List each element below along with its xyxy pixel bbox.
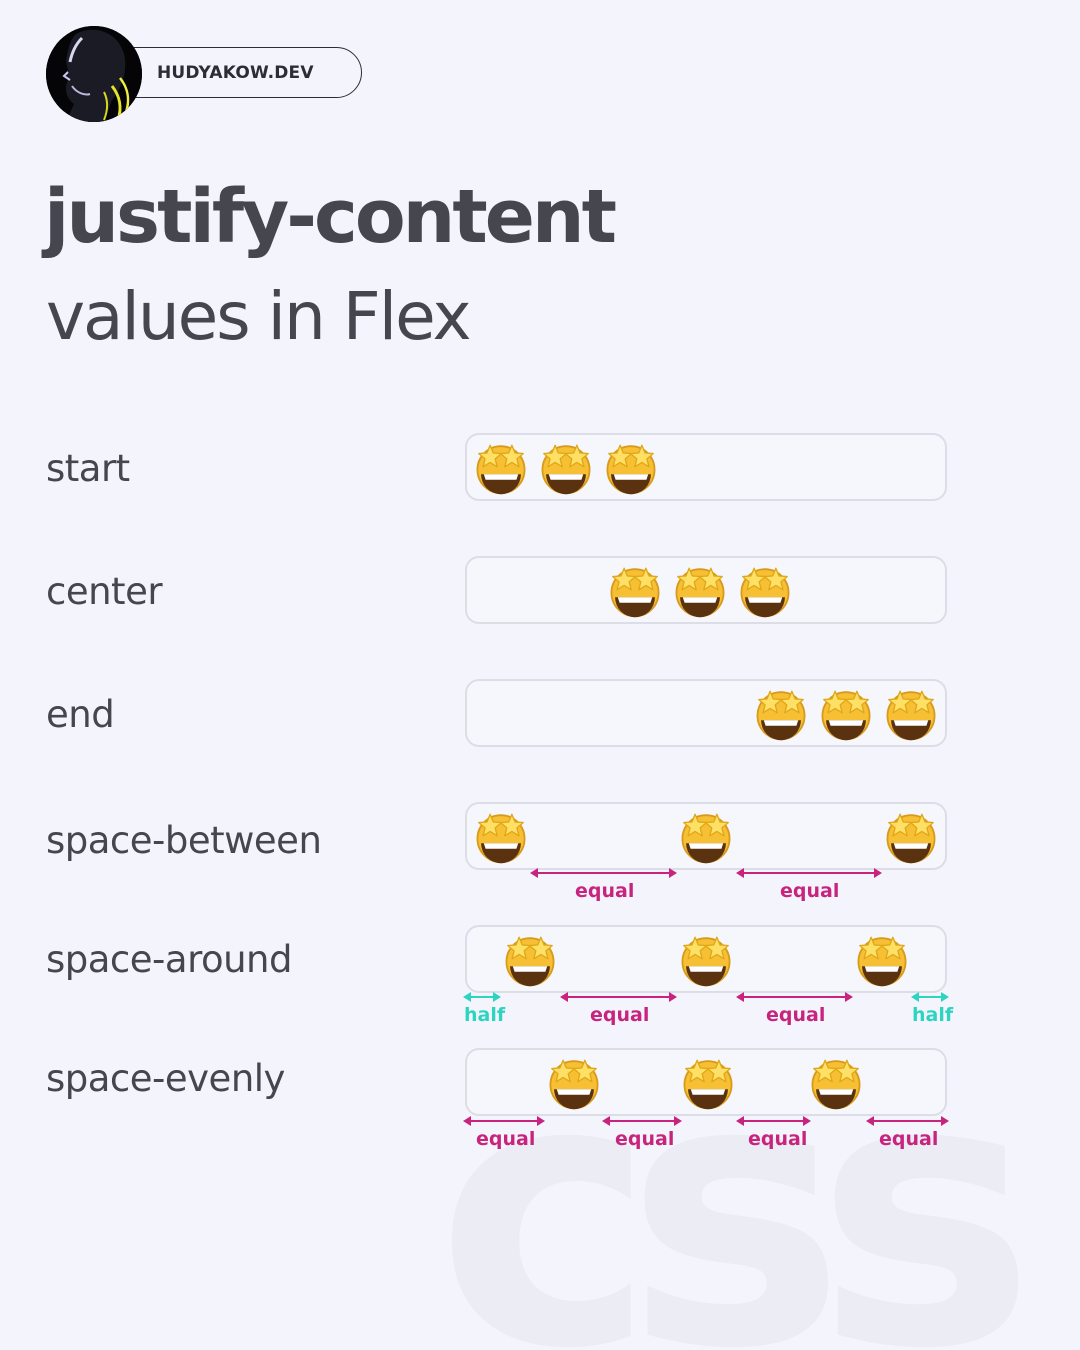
star-struck-emoji-icon — [752, 684, 810, 742]
star-struck-emoji-icon — [853, 930, 911, 988]
label-space-between: space-between — [46, 819, 322, 862]
equal-annotation: equal — [748, 1128, 808, 1150]
equal-arrow-icon — [736, 868, 882, 878]
equal-annotation: equal — [590, 1004, 650, 1026]
equal-arrow-icon — [736, 992, 853, 1002]
brand-handle: HUDYAKOW.DEV — [157, 63, 314, 83]
label-start: start — [46, 447, 130, 490]
equal-arrow-icon — [560, 992, 677, 1002]
flex-container-center — [465, 556, 947, 624]
half-arrow-icon — [463, 992, 501, 1002]
star-struck-emoji-icon — [677, 807, 735, 865]
half-annotation: half — [912, 1004, 954, 1026]
equal-annotation: equal — [879, 1128, 939, 1150]
equal-arrow-icon — [736, 1116, 811, 1126]
equal-arrow-icon — [602, 1116, 682, 1126]
star-struck-emoji-icon — [472, 438, 530, 496]
star-struck-emoji-icon — [677, 930, 735, 988]
page-title: justify-content — [44, 174, 617, 260]
star-struck-emoji-icon — [679, 1053, 737, 1111]
equal-annotation: equal — [615, 1128, 675, 1150]
star-struck-emoji-icon — [882, 807, 940, 865]
star-struck-emoji-icon — [602, 438, 660, 496]
equal-arrow-icon — [463, 1116, 545, 1126]
equal-arrow-icon — [866, 1116, 949, 1126]
flex-container-end — [465, 679, 947, 747]
label-end: end — [46, 693, 115, 736]
star-struck-emoji-icon — [807, 1053, 865, 1111]
star-struck-emoji-icon — [472, 807, 530, 865]
star-struck-emoji-icon — [736, 561, 794, 619]
equal-annotation: equal — [575, 880, 635, 902]
avatar — [46, 26, 142, 122]
equal-annotation: equal — [476, 1128, 536, 1150]
label-center: center — [46, 570, 163, 613]
page-subtitle: values in Flex — [46, 278, 472, 355]
flex-container-start — [465, 433, 947, 501]
star-struck-emoji-icon — [501, 930, 559, 988]
equal-arrow-icon — [530, 868, 677, 878]
star-struck-emoji-icon — [882, 684, 940, 742]
star-struck-emoji-icon — [671, 561, 729, 619]
label-space-evenly: space-evenly — [46, 1057, 285, 1100]
flex-container-space-between — [465, 802, 947, 870]
star-struck-emoji-icon — [545, 1053, 603, 1111]
flex-container-space-around — [465, 925, 947, 993]
half-arrow-icon — [911, 992, 949, 1002]
star-struck-emoji-icon — [537, 438, 595, 496]
half-annotation: half — [464, 1004, 506, 1026]
flex-container-space-evenly — [465, 1048, 947, 1116]
equal-annotation: equal — [780, 880, 840, 902]
label-space-around: space-around — [46, 938, 293, 981]
brand-pill[interactable]: HUDYAKOW.DEV — [100, 47, 362, 98]
star-struck-emoji-icon — [817, 684, 875, 742]
star-struck-emoji-icon — [606, 561, 664, 619]
equal-annotation: equal — [766, 1004, 826, 1026]
